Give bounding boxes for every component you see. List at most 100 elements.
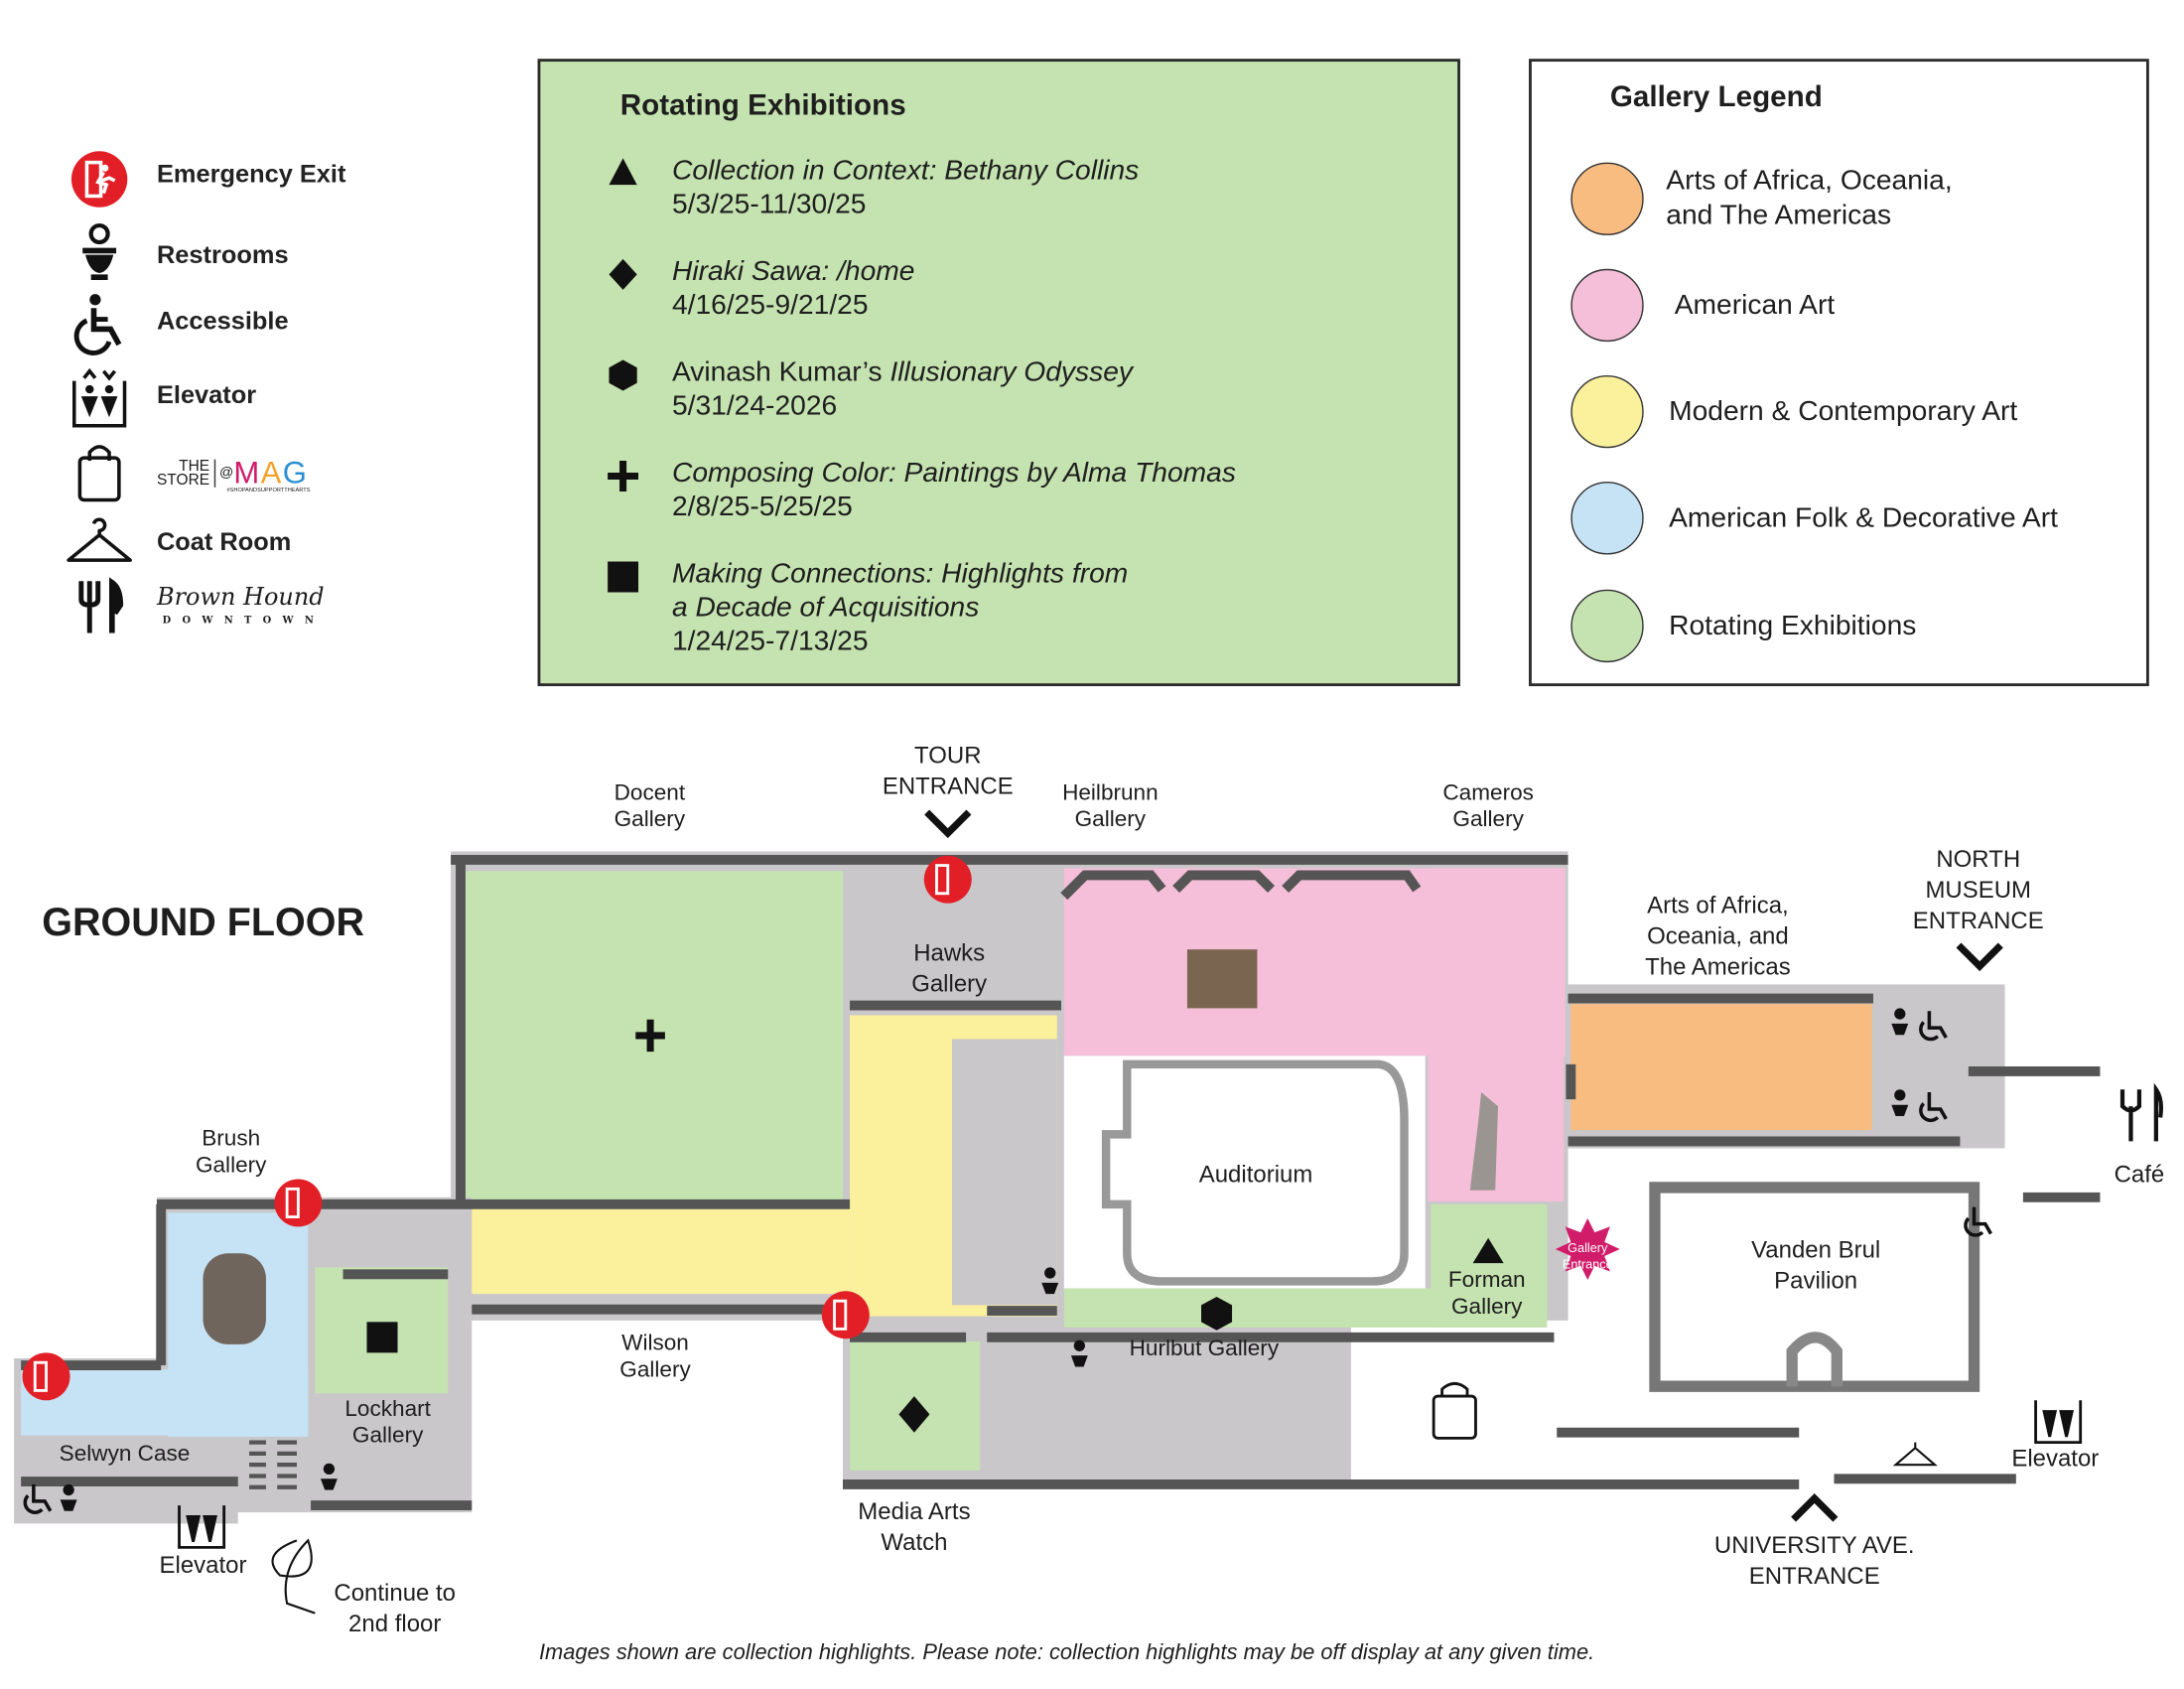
restroom-icon	[1891, 1089, 1909, 1117]
legend-label-accessible: Accessible	[156, 306, 289, 336]
swatch-american-art	[1570, 268, 1644, 343]
hexagon-marker-icon	[609, 359, 637, 391]
floor-title: GROUND FLOOR	[42, 900, 364, 944]
auditorium-area	[1101, 1059, 1409, 1286]
restroom-icon	[320, 1463, 338, 1490]
swatch-modern	[1570, 374, 1644, 449]
rotating-exhibitions-panel: Rotating Exhibitions Collection in Conte…	[537, 59, 1460, 687]
accessible-icon	[1919, 1092, 1948, 1123]
fork-knife-icon	[78, 577, 124, 633]
rotating-item: Composing Color: Paintings by Alma Thoma…	[671, 458, 1236, 523]
forman-gallery-area	[1431, 1203, 1548, 1328]
restroom-icon	[60, 1483, 77, 1511]
emergency-exit-icon	[923, 855, 972, 904]
restroom-icon	[1041, 1267, 1059, 1295]
rotating-title: Rotating Exhibitions	[619, 89, 906, 122]
fork-knife-icon	[2119, 1082, 2164, 1142]
legend-label-restrooms: Restrooms	[156, 240, 289, 269]
triangle-marker-icon	[1472, 1237, 1504, 1264]
diamond-marker-icon	[609, 258, 637, 290]
artwork-image	[1186, 949, 1258, 1009]
coat-hanger-icon	[67, 517, 132, 562]
swatch-folk	[1570, 482, 1644, 555]
legend-label-emergency-exit: Emergency Exit	[156, 159, 346, 188]
restroom-icon	[82, 222, 117, 281]
diamond-marker-icon	[898, 1396, 930, 1433]
hexagon-marker-icon	[1201, 1296, 1233, 1331]
emergency-exit-icon	[821, 1291, 870, 1339]
emergency-exit-icon	[274, 1179, 323, 1227]
shopping-bag-icon	[1432, 1394, 1477, 1440]
plus-marker-icon	[608, 460, 639, 493]
shopping-bag-icon	[77, 445, 121, 502]
legend-label-coat-room: Coat Room	[156, 527, 292, 556]
pavilion-door	[1786, 1332, 1843, 1387]
exit-icons	[22, 855, 972, 1401]
chevron-up-icon	[1791, 1493, 1839, 1522]
stairs-icon	[249, 1440, 297, 1489]
entrance-arrows	[271, 809, 2003, 1615]
exhibit-markers	[366, 1019, 1504, 1433]
curved-arrow-icon	[271, 1538, 316, 1615]
swatch-rotating	[1570, 589, 1644, 663]
label-elevator-right: Elevator	[2011, 1445, 2100, 1473]
label-selwyn-case: Selwyn Case	[59, 1442, 191, 1467]
label-university-entrance: UNIVERSITY AVE.ENTRANCE	[1713, 1531, 1915, 1590]
emergency-exit-icon	[70, 151, 128, 208]
sculpture-image	[203, 1253, 266, 1344]
africa-gallery-area	[1570, 1004, 1872, 1131]
accessible-icon	[73, 294, 122, 355]
cafe-logo: Brown Hound	[156, 584, 325, 613]
plus-marker-icon	[635, 1019, 665, 1053]
statue-image	[1469, 1092, 1499, 1191]
emergency-exit-icon	[22, 1352, 70, 1401]
accessible-icon	[1964, 1206, 1992, 1237]
floor-areas	[14, 851, 2005, 1524]
chevron-down-icon	[924, 809, 972, 839]
square-marker-icon	[608, 561, 639, 593]
accessible-icon	[1919, 1011, 1948, 1042]
footnote: Images shown are collection highlights. …	[538, 1640, 1595, 1665]
label-auditorium: Auditorium	[1198, 1161, 1313, 1188]
accessible-icon	[23, 1483, 53, 1514]
label-elevator-left: Elevator	[159, 1551, 247, 1579]
gallery-legend-title: Gallery Legend	[1609, 80, 1823, 114]
coat-hanger-icon	[1892, 1442, 1938, 1467]
gallery-entrance-starburst	[1555, 1217, 1620, 1281]
label-hurlbut-gallery: Hurlbut Gallery	[1129, 1337, 1280, 1361]
restroom-icon	[1070, 1339, 1088, 1367]
amenity-icons	[23, 1008, 2164, 1549]
gallery-legend-panel: Gallery Legend Arts of Africa, Oceania,a…	[1529, 59, 2149, 687]
elevator-icon	[2034, 1400, 2083, 1445]
chevron-down-icon	[1956, 942, 2003, 972]
swatch-africa	[1570, 162, 1644, 235]
label-cafe: Café	[2114, 1161, 2165, 1188]
triangle-marker-icon	[609, 158, 637, 186]
square-marker-icon	[366, 1322, 398, 1353]
elevator-icon	[178, 1505, 226, 1549]
legend-label-elevator: Elevator	[156, 380, 257, 409]
walls	[21, 854, 2101, 1511]
restroom-icon	[1891, 1008, 1909, 1036]
